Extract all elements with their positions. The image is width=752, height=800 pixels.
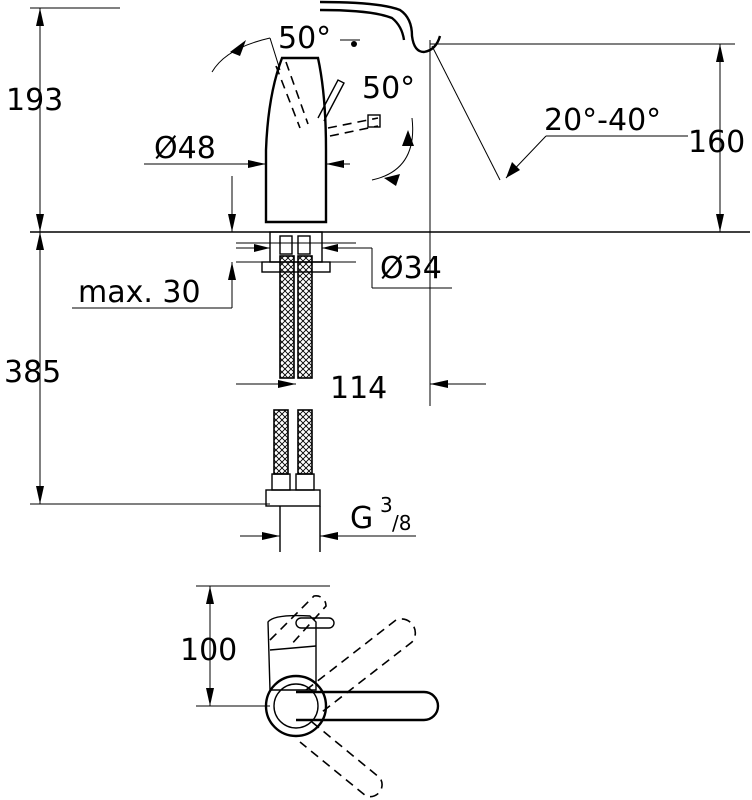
dim-spout-angle xyxy=(431,45,688,181)
label-max-thickness: max. 30 xyxy=(78,275,201,310)
dim-lever-angle-side xyxy=(371,117,414,186)
mounting-assembly xyxy=(236,231,356,273)
dim-projection xyxy=(236,232,486,406)
dim-body-diameter xyxy=(144,160,350,168)
label-spout-angle: 20°-40° xyxy=(544,103,661,138)
dim-hole-diameter xyxy=(236,244,452,289)
supply-hoses xyxy=(265,255,321,552)
label-lever-angle-side: 50° xyxy=(362,71,415,106)
label-top-view-depth: 100 xyxy=(180,633,237,668)
dim-thread xyxy=(240,532,416,540)
label-body-diameter: Ø48 xyxy=(154,131,216,166)
top-view xyxy=(196,585,440,798)
label-lever-angle-front: 50° xyxy=(278,21,331,56)
faucet-body xyxy=(264,56,381,224)
label-thread-den: /8 xyxy=(392,511,411,535)
label-thread: G xyxy=(350,501,373,536)
dim-height-total xyxy=(30,7,120,232)
dim-lever-angle-front xyxy=(211,37,360,73)
label-hose-length: 385 xyxy=(4,355,61,390)
label-projection: 114 xyxy=(330,371,387,406)
label-thread-num: 3 xyxy=(380,493,393,517)
label-hole-diameter: Ø34 xyxy=(380,251,442,286)
label-height-spout: 160 xyxy=(688,125,745,160)
dim-max-thickness xyxy=(72,176,236,309)
dim-hose-length xyxy=(30,232,270,505)
label-height-total: 193 xyxy=(6,83,63,118)
dim-height-spout xyxy=(429,40,735,232)
faucet-spout xyxy=(319,0,442,54)
